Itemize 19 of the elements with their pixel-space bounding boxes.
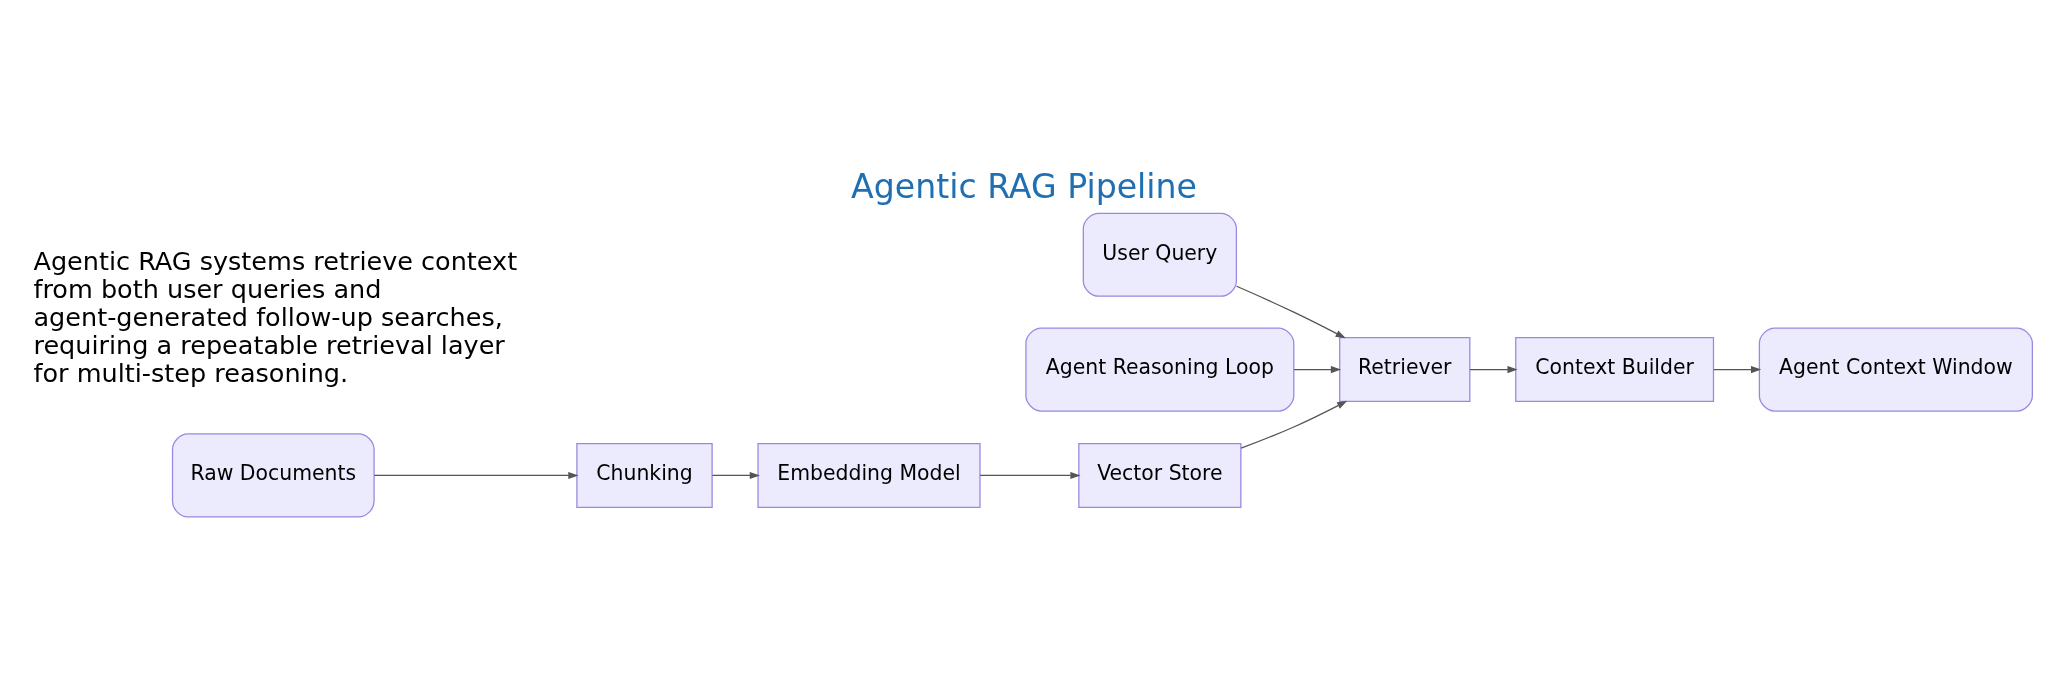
- node-box: User Query: [1082, 212, 1238, 297]
- arrow: [979, 471, 1081, 480]
- node-box: Context Builder: [1515, 337, 1715, 403]
- arrow: [1293, 365, 1342, 374]
- node-box: Retriever: [1339, 337, 1471, 403]
- node-box: Agent Context Window: [1758, 327, 2034, 412]
- node-box: Raw Documents: [171, 433, 375, 518]
- node-box: Embedding Model: [757, 442, 981, 508]
- arrow: [373, 471, 579, 480]
- node-box: Vector Store: [1078, 442, 1242, 508]
- arrow: [1713, 365, 1762, 374]
- arrow: [1236, 285, 1346, 339]
- label: Agentic RAG systems retrieve context from both user queries and agent-generated follow-up searches, requiring a repeatable retrieval layer for multi-step reasoning.: [33, 246, 518, 389]
- arrow: [1240, 400, 1348, 449]
- node-box: Agent Reasoning Loop: [1025, 327, 1295, 412]
- arrow: [711, 471, 760, 480]
- node-box: Chunking: [576, 442, 713, 508]
- diagram-title: Agentic RAG Pipeline: [851, 166, 1197, 206]
- arrow: [1469, 365, 1518, 374]
